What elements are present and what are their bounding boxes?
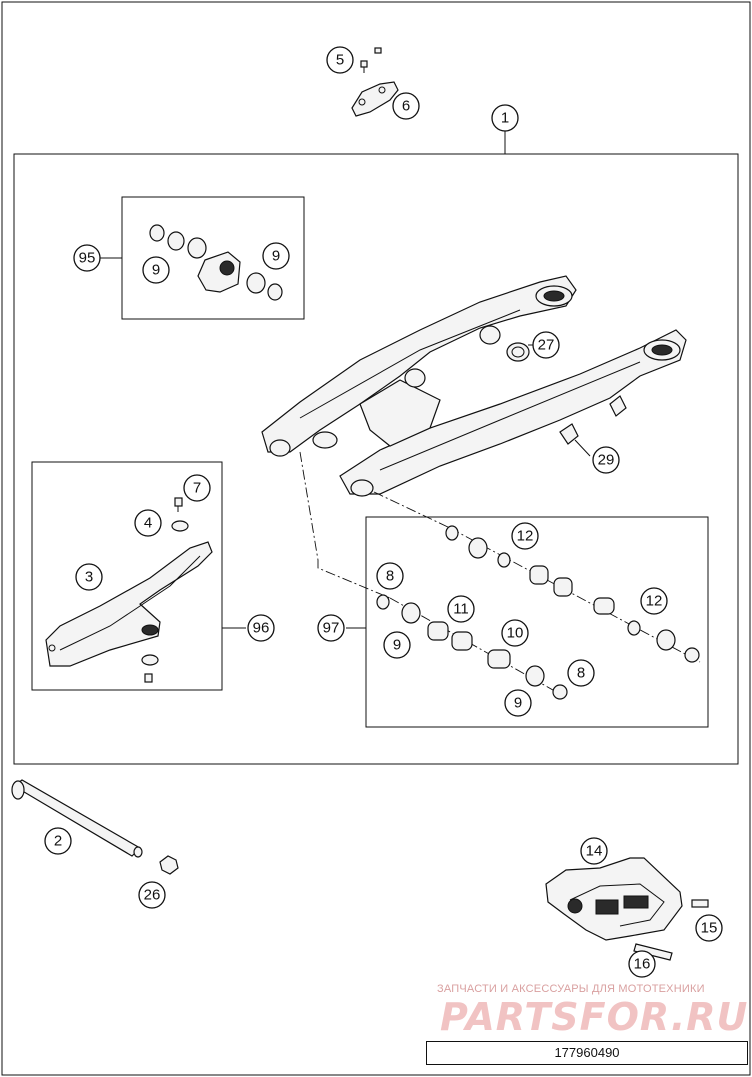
svg-text:16: 16 xyxy=(634,956,651,973)
callout-7: 7 xyxy=(183,474,211,502)
svg-text:3: 3 xyxy=(85,569,93,586)
svg-text:4: 4 xyxy=(144,515,152,532)
svg-text:27: 27 xyxy=(538,337,555,354)
watermark-tagline: ЗАПЧАСТИ И АКСЕССУАРЫ ДЛЯ МОТОТЕХНИКИ xyxy=(437,983,705,995)
callout-26: 26 xyxy=(138,881,166,909)
callout-95: 95 xyxy=(73,244,101,272)
callout-9c: 9 xyxy=(383,631,411,659)
callout-15: 15 xyxy=(695,914,723,942)
chain-slider xyxy=(45,497,213,683)
callout-2: 2 xyxy=(44,827,72,855)
callout-3: 3 xyxy=(75,563,103,591)
callout-8a: 8 xyxy=(376,562,404,590)
upper-bearing-row xyxy=(445,525,700,663)
svg-text:10: 10 xyxy=(507,625,524,642)
svg-text:12: 12 xyxy=(646,593,663,610)
swingarm xyxy=(261,275,687,497)
svg-text:9: 9 xyxy=(514,695,522,712)
chain-guide-clamp xyxy=(351,47,399,117)
svg-text:7: 7 xyxy=(193,480,201,497)
callout-8b: 8 xyxy=(567,659,595,687)
callout-10: 10 xyxy=(501,619,529,647)
svg-text:26: 26 xyxy=(144,887,161,904)
svg-text:11: 11 xyxy=(453,601,469,618)
svg-text:12: 12 xyxy=(517,528,534,545)
chain-slider-box-96 xyxy=(31,461,223,691)
svg-text:29: 29 xyxy=(598,452,615,469)
callout-9a: 9 xyxy=(142,256,170,284)
svg-text:5: 5 xyxy=(336,52,344,69)
swingarm-assembly-box xyxy=(13,153,739,765)
lower-bearing-row xyxy=(376,594,568,700)
svg-text:97: 97 xyxy=(323,620,340,637)
svg-text:95: 95 xyxy=(79,250,96,267)
callout-9b: 9 xyxy=(262,242,290,270)
callout-5: 5 xyxy=(326,46,354,74)
svg-text:9: 9 xyxy=(272,248,280,265)
svg-text:8: 8 xyxy=(577,665,585,682)
svg-text:8: 8 xyxy=(386,568,394,585)
bearing-set-box-97 xyxy=(365,516,709,728)
swingarm-pivot-axle xyxy=(11,779,179,875)
callout-97: 97 xyxy=(317,614,345,642)
diagram-code: 177960490 xyxy=(426,1041,748,1065)
pivot-bearing-kit xyxy=(149,224,283,301)
svg-text:6: 6 xyxy=(402,98,410,115)
callout-9d: 9 xyxy=(504,689,532,717)
svg-text:9: 9 xyxy=(152,262,160,279)
svg-text:2: 2 xyxy=(54,833,62,850)
callout-12b: 12 xyxy=(640,587,668,615)
watermark-logo: PARTSFOR.RU xyxy=(440,995,749,1039)
svg-text:96: 96 xyxy=(253,620,270,637)
callout-12a: 12 xyxy=(511,522,539,550)
svg-text:9: 9 xyxy=(393,637,401,654)
callout-16: 16 xyxy=(628,950,656,978)
svg-text:15: 15 xyxy=(701,920,718,937)
chain-guide-bushing-27 xyxy=(506,342,530,362)
callout-96: 96 xyxy=(247,614,275,642)
callout-4: 4 xyxy=(134,509,162,537)
svg-text:1: 1 xyxy=(501,110,509,127)
callout-1: 1 xyxy=(491,104,519,132)
callout-27: 27 xyxy=(532,331,560,359)
chain-guide xyxy=(545,857,709,961)
callout-14: 14 xyxy=(580,837,608,865)
callout-6: 6 xyxy=(392,92,420,120)
callout-11: 11 xyxy=(447,595,475,623)
callout-29: 29 xyxy=(592,446,620,474)
svg-text:14: 14 xyxy=(586,843,603,860)
